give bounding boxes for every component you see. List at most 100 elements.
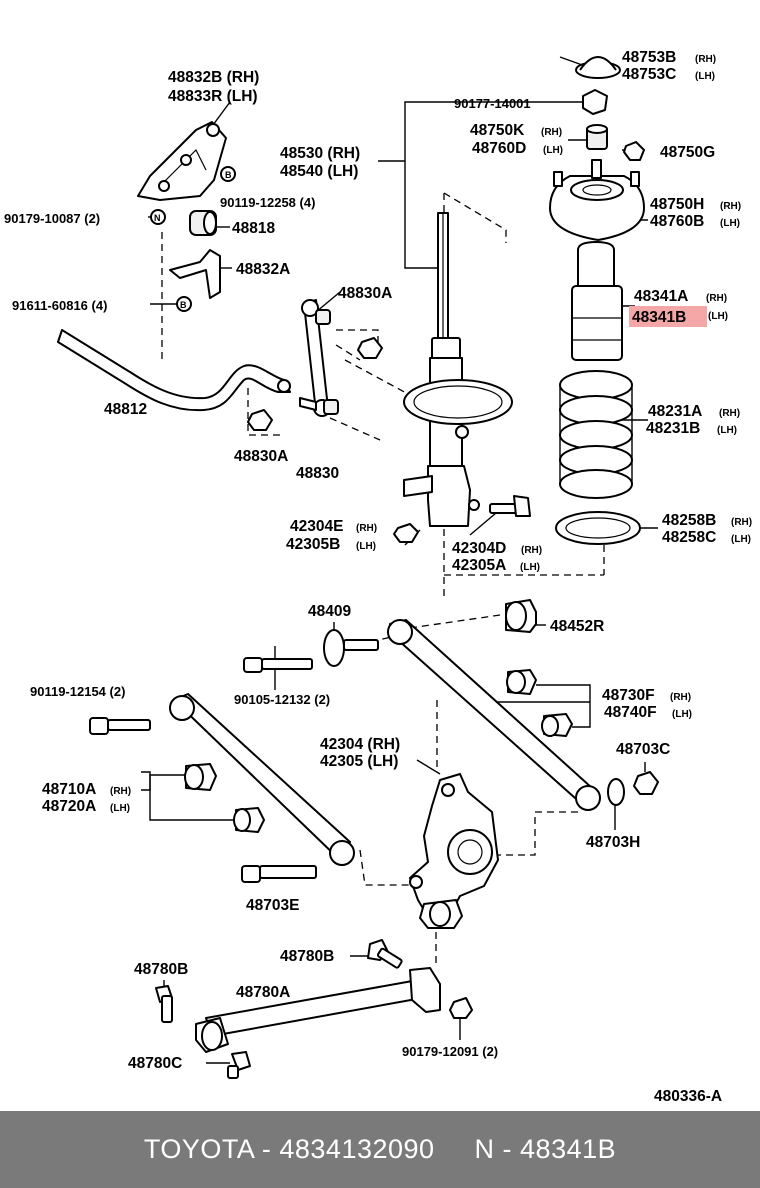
label-48720a[interactable]: 48720A (42, 798, 96, 815)
label-48780c[interactable]: 48780C (128, 1055, 182, 1072)
label-48753b[interactable]: 48753B (622, 49, 676, 66)
strut-rod-48780a (195, 967, 441, 1053)
label-48452r[interactable]: 48452R (550, 618, 604, 635)
suffix-rh: (RH) (720, 201, 741, 212)
suffix-lh: (LH) (520, 562, 540, 573)
label-48231a[interactable]: 48231A (648, 403, 702, 420)
label-42304e[interactable]: 42304E (290, 518, 343, 535)
label-90105-12132[interactable]: 90105-12132 (2) (234, 692, 330, 707)
label-42304[interactable]: 42304 (RH) (320, 736, 400, 753)
label-48760b[interactable]: 48760B (650, 213, 704, 230)
suffix-rh: (RH) (731, 517, 752, 528)
label-48703h[interactable]: 48703H (586, 834, 640, 851)
bushing-48818 (189, 210, 217, 236)
label-48830a-bottom[interactable]: 48830A (234, 448, 288, 465)
label-42305b[interactable]: 42305B (286, 536, 340, 553)
label-48750g[interactable]: 48750G (660, 144, 715, 161)
bushing-48750k (586, 124, 608, 150)
svg-text:N: N (154, 213, 161, 223)
suffix-rh: (RH) (110, 786, 131, 797)
svg-text:B: B (225, 170, 232, 180)
label-48740f[interactable]: 48740F (604, 704, 657, 721)
label-90179-10087[interactable]: 90179-10087 (2) (4, 211, 100, 226)
label-91611-60816[interactable]: 91611-60816 (4) (12, 298, 107, 313)
label-48780b-mid[interactable]: 48780B (280, 948, 334, 965)
label-42305a[interactable]: 42305A (452, 557, 506, 574)
label-48409[interactable]: 48409 (308, 603, 351, 620)
label-48750h[interactable]: 48750H (650, 196, 704, 213)
label-90179-12091[interactable]: 90179-12091 (2) (402, 1044, 498, 1059)
rear-suspension-diagram: N B B (4, 49, 752, 1105)
label-48753c[interactable]: 48753C (622, 66, 676, 83)
bushing-48740f (541, 713, 573, 737)
suffix-lh: (LH) (110, 803, 130, 814)
bushing-48730f (506, 669, 537, 695)
lower-arm-upper-48730 (387, 619, 601, 811)
label-48832b[interactable]: 48832B (RH) (168, 69, 259, 86)
suffix-lh: (LH) (672, 709, 692, 720)
label-48231b[interactable]: 48231B (646, 420, 700, 437)
label-48818[interactable]: 48818 (232, 220, 275, 237)
stabilizer-bar-48812 (57, 329, 291, 412)
label-48780a[interactable]: 48780A (236, 984, 290, 1001)
svg-text:B: B (180, 300, 187, 310)
washer-48409 (323, 629, 379, 667)
label-90177-14001[interactable]: 90177-14001 (454, 96, 531, 111)
label-48832a[interactable]: 48832A (236, 261, 290, 278)
bushing-48452r (505, 599, 537, 633)
nut-48703c (633, 771, 659, 795)
label-48258c[interactable]: 48258C (662, 529, 716, 546)
suffix-lh: (LH) (731, 534, 751, 545)
label-48540[interactable]: 48540 (LH) (280, 163, 358, 180)
shock-absorber-48530 (403, 212, 513, 527)
nut-48780c (227, 1051, 251, 1079)
nut-90179-12091 (449, 997, 473, 1019)
label-48341b[interactable]: 48341B (632, 309, 686, 326)
nut-90177-14001 (582, 89, 608, 115)
label-48710a[interactable]: 48710A (42, 781, 96, 798)
bolt-90105-12132 (243, 657, 313, 673)
bushing-48720a (233, 807, 265, 833)
suffix-lh: (LH) (695, 71, 715, 82)
label-48703e[interactable]: 48703E (246, 897, 299, 914)
label-48750k[interactable]: 48750K (470, 122, 525, 139)
suffix-lh: (LH) (720, 218, 740, 229)
label-48780b-left[interactable]: 48780B (134, 961, 188, 978)
nut-48830a-upper (357, 337, 383, 359)
label-48730f[interactable]: 48730F (602, 687, 655, 704)
bolt-42304d (489, 495, 531, 517)
suffix-lh: (LH) (717, 425, 737, 436)
label-48258b[interactable]: 48258B (662, 512, 716, 529)
label-48760d[interactable]: 48760D (472, 140, 526, 157)
label-42305[interactable]: 42305 (LH) (320, 753, 398, 770)
footer-bar: TOYOTA - 4834132090 N - 48341B (0, 1111, 760, 1188)
highlight-box (629, 306, 707, 327)
label-48341a[interactable]: 48341A (634, 288, 688, 305)
label-90119-12258[interactable]: 90119-12258 (4) (220, 195, 315, 210)
label-90119-12154[interactable]: 90119-12154 (2) (30, 684, 125, 699)
suffix-rh: (RH) (541, 127, 562, 138)
stabilizer-link-48830 (299, 299, 339, 417)
nut-90179-10087: N (150, 209, 166, 225)
label-48830a-top[interactable]: 48830A (338, 285, 392, 302)
coil-spring-48231 (559, 370, 633, 499)
label-48703c[interactable]: 48703C (616, 741, 670, 758)
suffix-rh: (RH) (695, 54, 716, 65)
bolt-48780b-mid (367, 939, 403, 969)
label-48830[interactable]: 48830 (296, 465, 339, 482)
bolt-48780b-left (155, 985, 173, 1023)
label-48530[interactable]: 48530 (RH) (280, 145, 360, 162)
steering-knuckle-42304 (409, 773, 499, 929)
suffix-rh: (RH) (719, 408, 740, 419)
nut-42304e (393, 523, 419, 543)
diagram-id: 480336-A (654, 1088, 722, 1105)
suffix-rh: (RH) (706, 293, 727, 304)
label-42304d[interactable]: 42304D (452, 540, 506, 557)
label-48833r[interactable]: 48833R (LH) (168, 88, 258, 105)
bracket-48832a (169, 249, 221, 299)
bolt-48703e (241, 865, 317, 883)
label-48812[interactable]: 48812 (104, 401, 147, 418)
bushing-48710a (184, 763, 217, 791)
lower-arm-front-48710 (169, 693, 355, 866)
footer-text: TOYOTA - 4834132090 N - 48341B (143, 1134, 617, 1164)
